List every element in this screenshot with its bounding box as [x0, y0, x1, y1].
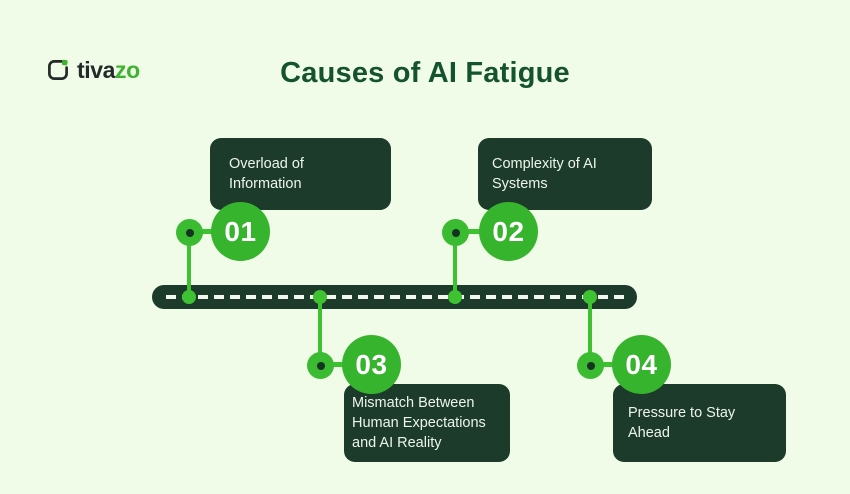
milestone-4-node — [577, 352, 604, 379]
milestone-2-label: Complexity of AI Systems — [492, 156, 597, 192]
milestone-2-road-dot — [448, 290, 462, 304]
milestone-1-vertical-connector — [187, 240, 191, 297]
road-center-dashes — [166, 295, 625, 299]
brand-logo: tivazo — [46, 58, 140, 82]
milestone-2-horizontal-connector — [465, 229, 481, 234]
milestone-3-node — [307, 352, 334, 379]
milestone-2-vertical-connector — [453, 240, 457, 297]
brand-wordmark-dark: tiva — [77, 56, 116, 83]
milestone-4-road-dot — [583, 290, 597, 304]
milestone-3-road-dot — [313, 290, 327, 304]
milestone-4-vertical-connector — [588, 297, 592, 355]
milestone-3-callout: Mismatch Between Human Expectations and … — [344, 384, 510, 462]
brand-wordmark: tivazo — [77, 56, 140, 83]
milestone-4-label: Pressure to Stay Ahead — [628, 405, 736, 441]
milestone-3-node-center-dot — [316, 361, 325, 370]
milestone-1-node-center-dot — [185, 228, 194, 237]
milestone-2-number-circle: 02 — [479, 202, 538, 261]
tivazo-square-icon — [48, 59, 68, 80]
milestone-4-horizontal-connector — [600, 362, 616, 367]
milestone-1-horizontal-connector — [199, 229, 215, 234]
milestone-1-node — [176, 219, 203, 246]
milestone-1-label: Overload of Information — [229, 156, 304, 192]
milestone-2-callout: Complexity of AI Systems — [478, 138, 652, 210]
milestone-1-number-circle: 01 — [211, 202, 270, 261]
milestone-3-number-circle: 03 — [342, 335, 401, 394]
page-title: Causes of AI Fatigue — [280, 57, 570, 89]
milestone-2-node-center-dot — [451, 228, 460, 237]
milestone-1-road-dot — [182, 290, 196, 304]
milestone-2-node — [442, 219, 469, 246]
milestone-4-number-circle: 04 — [612, 335, 671, 394]
milestone-3-label: Mismatch Between Human Expectations and … — [352, 395, 486, 451]
milestone-4-node-center-dot — [586, 361, 595, 370]
brand-wordmark-accent: zo — [115, 56, 140, 83]
milestone-3-horizontal-connector — [330, 362, 346, 367]
milestone-4-callout: Pressure to Stay Ahead — [613, 384, 786, 462]
milestone-3-vertical-connector — [318, 297, 322, 355]
timeline-road — [152, 285, 637, 309]
milestone-1-callout: Overload of Information — [210, 138, 391, 210]
